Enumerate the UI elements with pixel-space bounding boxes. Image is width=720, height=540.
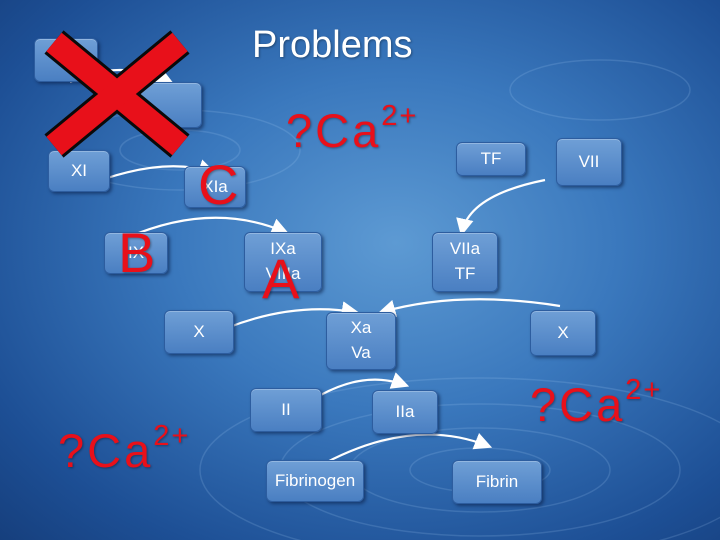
calcium-label-right: ?Ca2+ xyxy=(530,374,663,431)
calcium-label-left: ?Ca2+ xyxy=(58,420,191,477)
tissue-factor-box: TF xyxy=(456,142,526,176)
factor-viiia-label: VIIIa xyxy=(265,264,301,283)
factor-ixa-label: IXa xyxy=(270,239,296,259)
factor-x-left-box: X xyxy=(164,310,234,354)
fibrin-box: Fibrin xyxy=(452,460,542,504)
factor-vii-box: VII xyxy=(556,138,622,186)
factor-xi-box: XI xyxy=(48,150,110,192)
factor-viia-tf-label: TF xyxy=(454,264,476,283)
factor-x-right-box: X xyxy=(530,310,596,356)
factor-viia-label: VIIa xyxy=(449,239,481,259)
factor-xia-box: XIa xyxy=(184,166,246,208)
red-cross-icon xyxy=(44,30,190,158)
fibrinogen-box: Fibrinogen xyxy=(266,460,364,502)
marker-a: A xyxy=(262,247,300,310)
calcium-label-top: ?Ca2+ xyxy=(286,100,419,157)
factor-xa-label: Xa xyxy=(350,318,372,338)
factor-ix-box: IX xyxy=(104,232,168,274)
page-title: Problems xyxy=(252,24,413,66)
thrombin-box: IIa xyxy=(372,390,438,434)
factor-va-label: Va xyxy=(351,343,371,362)
marker-c: C xyxy=(198,153,239,216)
prothrombin-box: II xyxy=(250,388,322,432)
factor-ixa-viiia-box: IXa VIIIa xyxy=(244,232,322,292)
factor-viia-tf-box: VIIa TF xyxy=(432,232,498,292)
marker-b: B xyxy=(118,221,156,284)
factor-xa-va-box: Xa Va xyxy=(326,312,396,370)
